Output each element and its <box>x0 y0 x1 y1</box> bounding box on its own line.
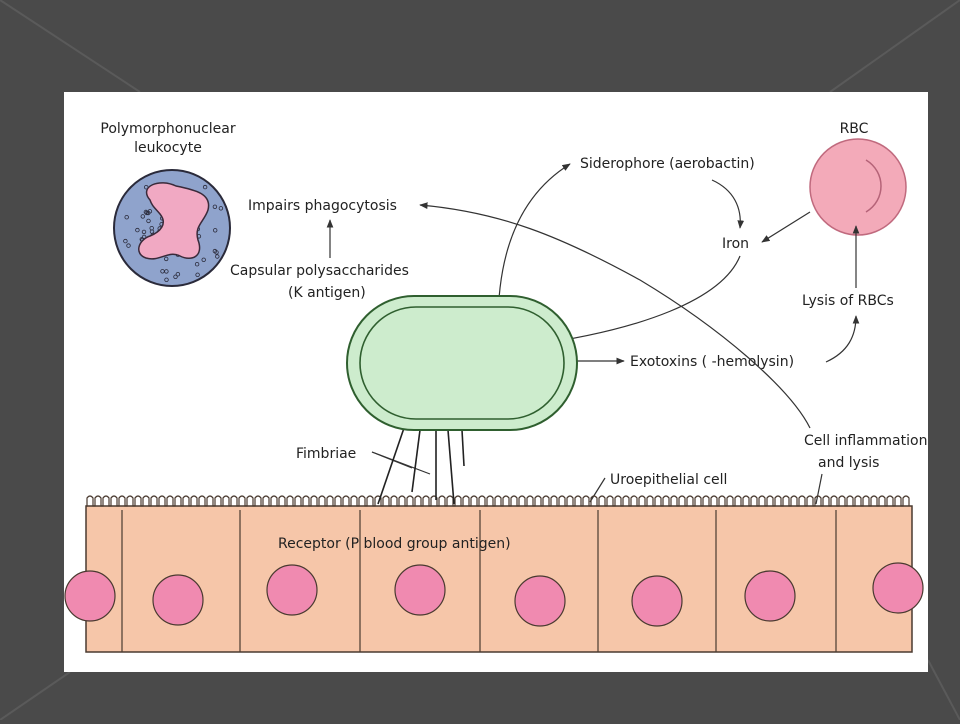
granule <box>164 277 169 282</box>
receptor-label: Receptor (P blood group antigen) <box>278 536 511 552</box>
cell-nucleus <box>64 570 116 622</box>
granule <box>201 257 206 262</box>
granule <box>212 228 218 233</box>
pmn-leukocyte <box>113 169 231 287</box>
line-inflammation-to-epithelium <box>815 473 823 505</box>
granule <box>173 274 178 279</box>
rbc-label: RBC <box>840 121 869 137</box>
arrow-siderophore-to-iron <box>711 179 745 229</box>
cell-nucleus <box>872 562 924 614</box>
pmn-label-line1: Polymorphonuclear <box>100 121 235 137</box>
granule <box>202 184 208 190</box>
lysis-rbc-label: Lysis of RBCs <box>802 293 894 309</box>
cell-borders <box>121 510 837 652</box>
siderophore-label: Siderophore (aerobactin) <box>580 156 755 172</box>
uroepithelium <box>64 495 924 653</box>
cell-nucleus <box>152 574 204 626</box>
line-fimbriae-2 <box>371 451 431 475</box>
arrow-rbc-to-iron <box>761 211 811 243</box>
impairs-phagocytosis-label: Impairs phagocytosis <box>248 198 397 214</box>
granule <box>214 250 219 255</box>
line-uroepithelial-pointer <box>589 477 606 503</box>
granule <box>149 229 155 234</box>
cell-nucleus <box>266 564 318 616</box>
bacterium <box>346 295 578 431</box>
granule <box>140 214 145 219</box>
granule <box>212 204 218 209</box>
cell-nucleus <box>394 564 446 616</box>
inflammation-label-line1: Cell inflammation <box>804 433 927 449</box>
pmn-nucleus <box>138 182 210 260</box>
granule <box>175 272 181 277</box>
fimbriae-label: Fimbriae <box>296 446 356 462</box>
arrow-inflammation-to-impairs <box>419 202 811 429</box>
granule <box>135 227 140 233</box>
granule <box>163 256 169 262</box>
granule <box>164 269 169 274</box>
inflammation-label-line2: and lysis <box>818 455 879 471</box>
granule <box>195 272 200 277</box>
granule <box>144 210 149 216</box>
cell-nuclei <box>64 562 924 627</box>
granule <box>123 238 128 244</box>
granule <box>141 229 147 235</box>
granule <box>143 209 149 215</box>
iron-label: Iron <box>722 236 749 252</box>
microvilli <box>86 495 910 507</box>
granule <box>194 262 200 267</box>
arrow-exotoxins-to-lysis <box>825 315 860 363</box>
pmn-label-line2: leukocyte <box>134 140 202 156</box>
capsular-label-line1: Capsular polysaccharides <box>230 263 409 279</box>
uroepithelial-label: Uroepithelial cell <box>610 472 727 488</box>
granule <box>126 243 131 248</box>
red-blood-cell <box>809 138 907 236</box>
exotoxins-label: Exotoxins ( -hemolysin) <box>630 354 794 370</box>
cell-nucleus <box>744 570 796 622</box>
cell-nucleus <box>514 575 566 627</box>
fimbriae <box>377 427 465 505</box>
granule <box>218 206 224 211</box>
granule <box>146 218 151 224</box>
granule <box>215 254 220 259</box>
granule <box>124 214 129 220</box>
capsular-label-line2: (K antigen) <box>288 285 366 301</box>
cell-nucleus <box>631 575 683 627</box>
